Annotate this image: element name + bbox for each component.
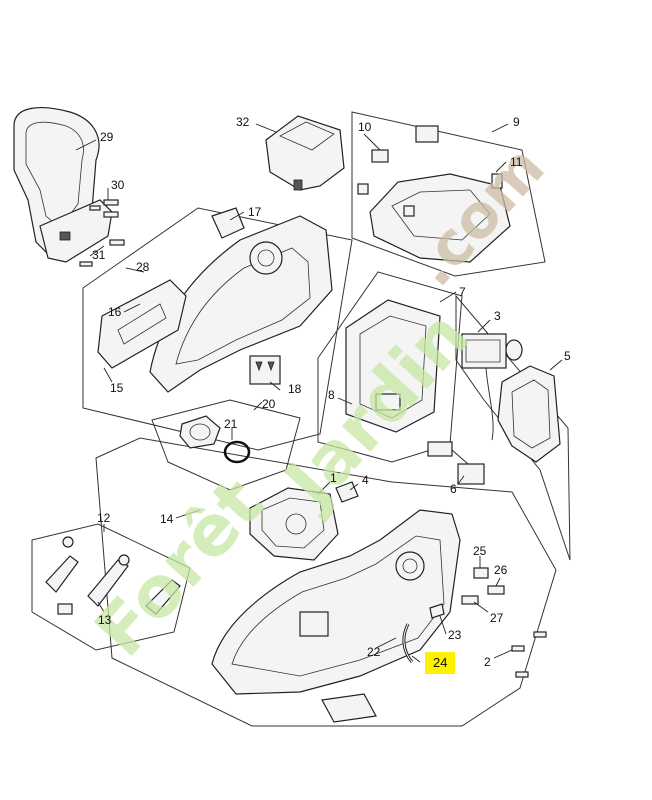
callout-9[interactable]: 9 <box>513 115 520 129</box>
cylinder-assembly-1 <box>249 487 339 561</box>
callout-32[interactable]: 32 <box>236 115 250 129</box>
side-panel-16 <box>97 279 187 369</box>
callout-16[interactable]: 16 <box>108 305 122 319</box>
screws-2 <box>511 631 547 678</box>
callout-1[interactable]: 1 <box>330 471 337 485</box>
part-4 <box>335 481 359 503</box>
fuel-hose-24 <box>402 623 414 663</box>
callout-28[interactable]: 28 <box>136 260 150 274</box>
bottom-plate <box>321 693 377 723</box>
callout-14[interactable]: 14 <box>160 512 174 526</box>
callout-30[interactable]: 30 <box>111 178 125 192</box>
callout-27[interactable]: 27 <box>490 611 504 625</box>
flywheel-cover-5 <box>497 365 561 463</box>
callout-25[interactable]: 25 <box>473 544 487 558</box>
carburetor-box <box>345 299 441 433</box>
rear-handle <box>13 107 113 263</box>
main-housing <box>211 509 461 695</box>
top-cover <box>265 115 345 191</box>
grommet-23 <box>429 603 445 619</box>
frame-group-9 <box>351 111 546 277</box>
callout-12[interactable]: 12 <box>97 511 111 525</box>
callout-3[interactable]: 3 <box>494 309 501 323</box>
callout-26[interactable]: 26 <box>494 563 508 577</box>
screws-31 <box>79 239 125 267</box>
crankcase-shell <box>149 207 333 393</box>
frame-group-20 <box>151 399 301 491</box>
leader-lines <box>75 123 563 663</box>
sticker-18 <box>249 355 281 385</box>
callout-31[interactable]: 31 <box>92 248 106 262</box>
switch-6 <box>427 441 485 485</box>
callout-15[interactable]: 15 <box>110 381 124 395</box>
callout-20[interactable]: 20 <box>262 397 276 411</box>
frame-group-14 <box>95 437 557 727</box>
callout-5[interactable]: 5 <box>564 349 571 363</box>
frame-group-15 <box>82 207 353 451</box>
callout-21[interactable]: 21 <box>224 417 238 431</box>
frame-group-3 <box>455 294 571 561</box>
callout-18[interactable]: 18 <box>288 382 302 396</box>
callout-29[interactable]: 29 <box>100 130 114 144</box>
callout-17[interactable]: 17 <box>248 205 262 219</box>
callout-6[interactable]: 6 <box>450 482 457 496</box>
callout-23[interactable]: 23 <box>448 628 462 642</box>
fuel-pump-20 <box>179 415 221 449</box>
o-ring-21 <box>223 440 251 464</box>
ignition-module-3 <box>461 333 523 441</box>
callout-11[interactable]: 11 <box>510 155 523 169</box>
callout-22[interactable]: 22 <box>367 645 381 659</box>
frame-group-12 <box>31 523 191 651</box>
callout-13[interactable]: 13 <box>98 613 112 627</box>
callout-10[interactable]: 10 <box>358 120 372 134</box>
callout-8[interactable]: 8 <box>328 388 335 402</box>
callout-2[interactable]: 2 <box>484 655 491 669</box>
screws-30 <box>89 199 119 218</box>
callout-24-highlighted[interactable]: 24 <box>425 652 456 674</box>
callout-4[interactable]: 4 <box>362 473 369 487</box>
callout-7[interactable]: 7 <box>459 285 466 299</box>
throttle-parts-13 <box>45 536 181 615</box>
